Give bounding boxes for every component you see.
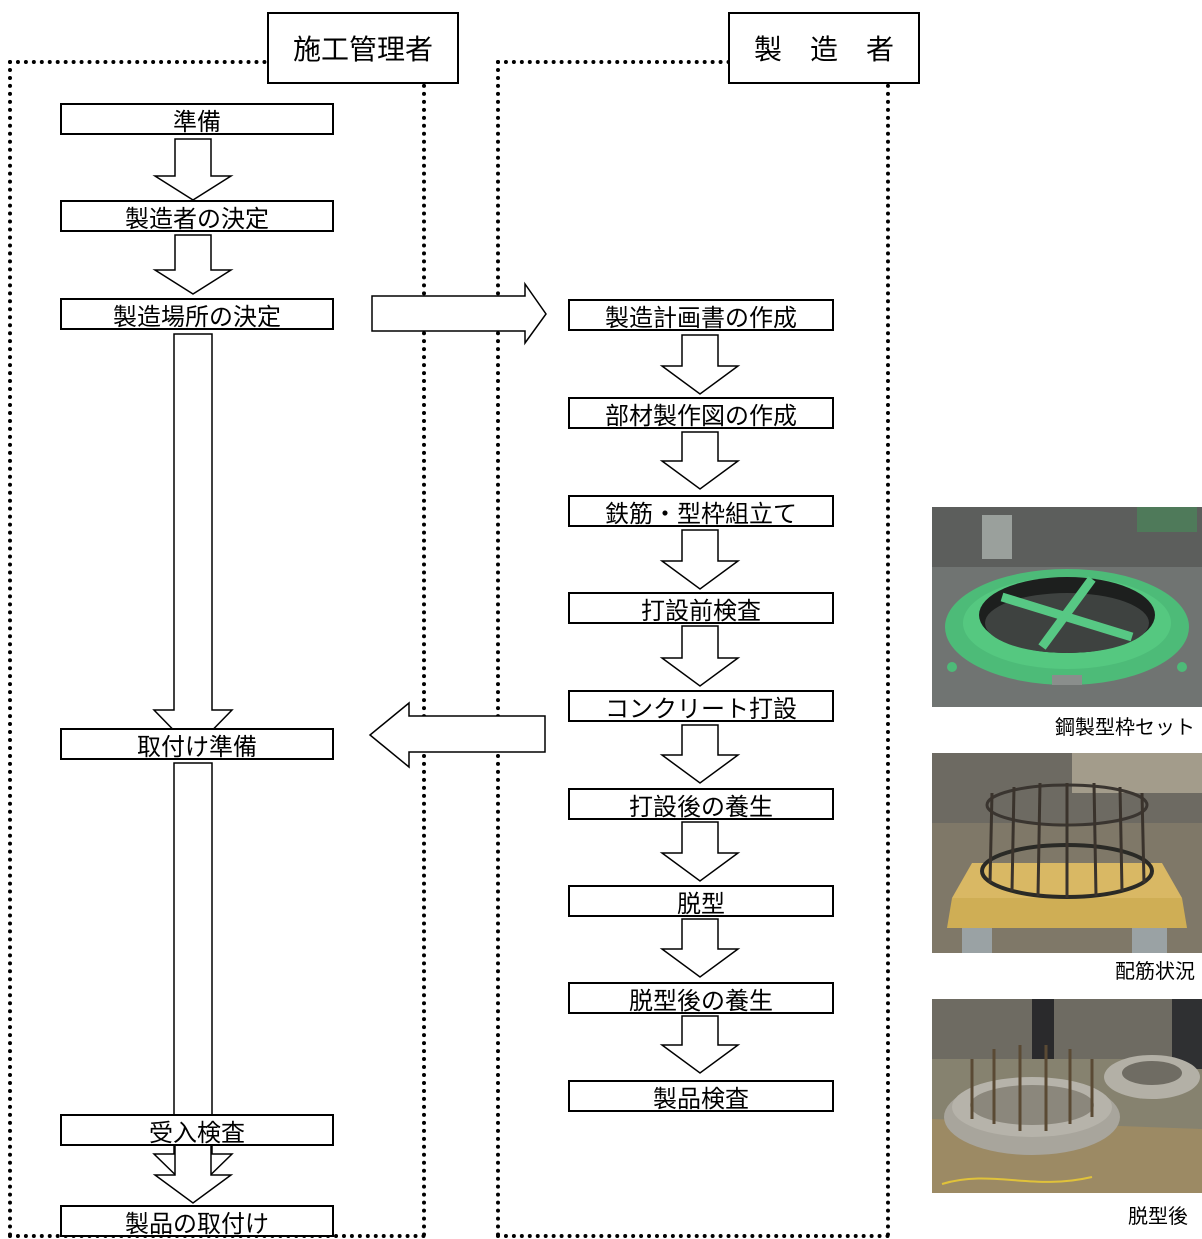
arrow-down <box>662 335 738 394</box>
arrow-down <box>662 432 738 489</box>
step-rebar-formwork-assembly: 鉄筋・型枠組立て <box>568 495 834 527</box>
step-concrete-placement: コンクリート打設 <box>568 690 834 722</box>
arrow-down <box>662 626 738 686</box>
step-member-drawing: 部材製作図の作成 <box>568 397 834 429</box>
arrow-left-to-manager <box>370 703 545 767</box>
photo-steel-formwork-set <box>932 507 1202 707</box>
photo-rebar-arrangement <box>932 753 1202 953</box>
step-decide-manufacturer: 製造者の決定 <box>60 200 334 232</box>
step-decide-manufacturing-site: 製造場所の決定 <box>60 298 334 330</box>
arrow-down <box>154 334 232 750</box>
step-post-demolding-curing: 脱型後の養生 <box>568 982 834 1014</box>
caption-after-demolding: 脱型後 <box>1000 1200 1188 1229</box>
step-pre-placement-inspection: 打設前検査 <box>568 592 834 624</box>
arrow-right-to-manufacturer <box>372 284 546 343</box>
step-demolding: 脱型 <box>568 885 834 917</box>
arrow-down <box>662 725 738 783</box>
arrow-down <box>662 822 738 881</box>
caption-steel-formwork-set: 鋼製型枠セット <box>1000 711 1195 740</box>
arrow-down <box>662 530 738 589</box>
arrow-down <box>662 1016 738 1073</box>
step-product-inspection: 製品検査 <box>568 1080 834 1112</box>
arrow-down <box>155 235 231 294</box>
caption-rebar-arrangement: 配筋状況 <box>1000 955 1195 984</box>
arrow-down <box>155 1143 231 1203</box>
step-post-placement-curing: 打設後の養生 <box>568 788 834 820</box>
step-manufacturing-plan: 製造計画書の作成 <box>568 299 834 331</box>
step-product-installation: 製品の取付け <box>60 1205 334 1237</box>
step-acceptance-inspection: 受入検査 <box>60 1114 334 1146</box>
step-installation-preparation: 取付け準備 <box>60 728 334 760</box>
photo-after-demolding <box>932 999 1202 1193</box>
step-preparation: 準備 <box>60 103 334 135</box>
arrow-down <box>662 919 738 977</box>
arrow-down <box>155 139 231 200</box>
